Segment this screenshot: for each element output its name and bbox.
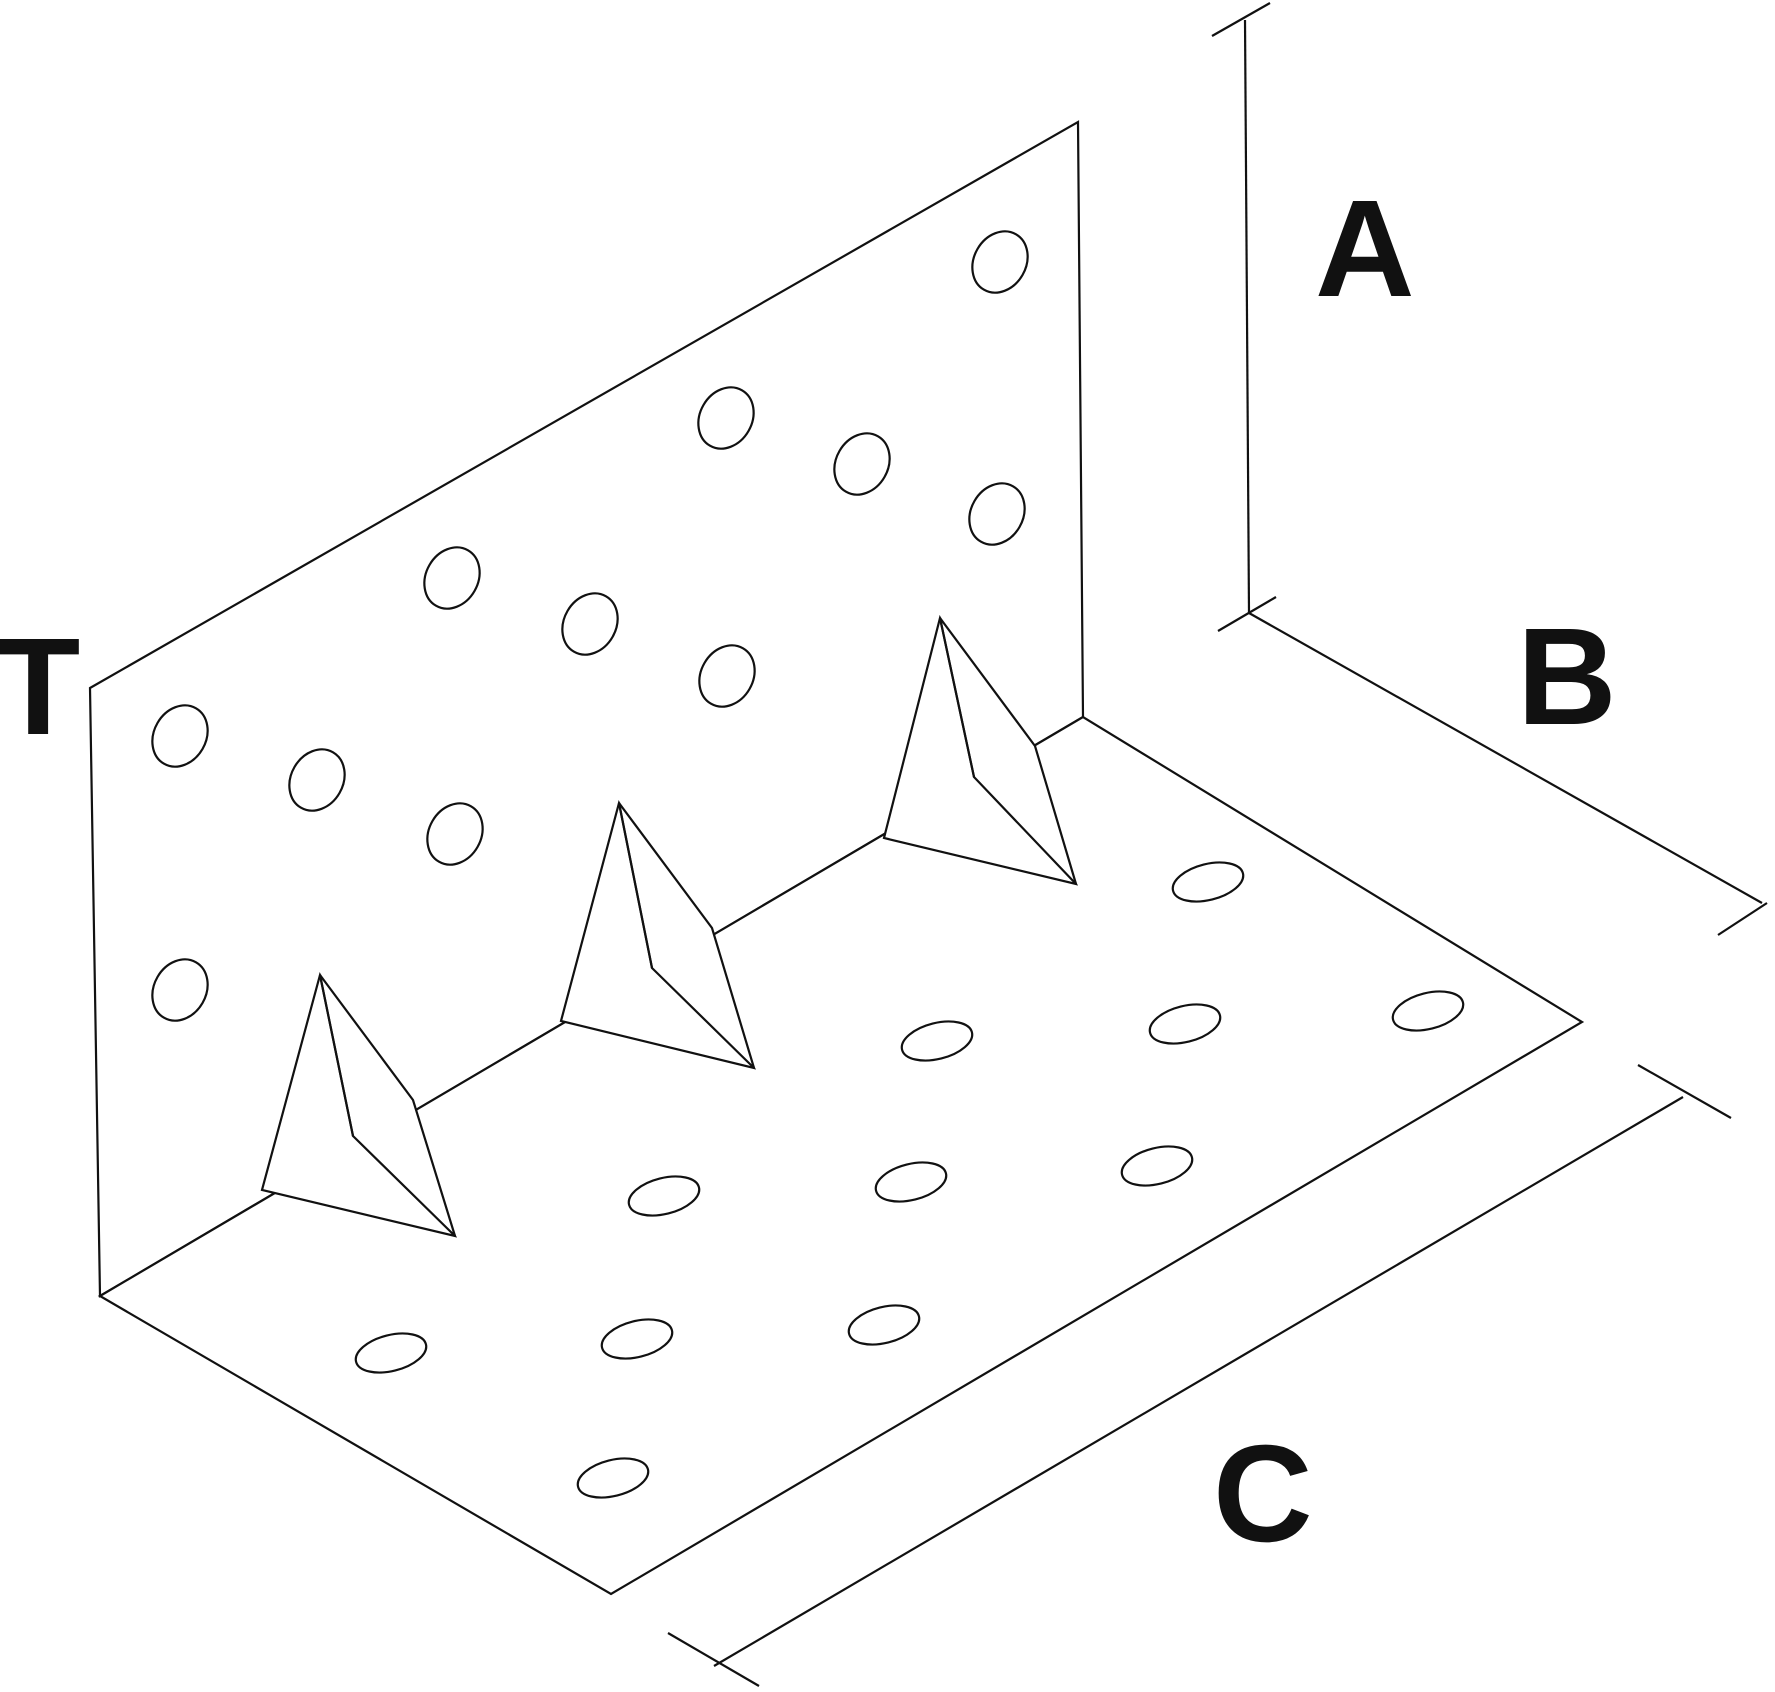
reinforcement-rib-middle [559,799,757,1070]
vertical-hole [971,230,1029,294]
reinforcement-rib-right [882,614,1079,886]
label-c: C [1213,1417,1313,1571]
vertical-hole [423,546,481,610]
horizontal-hole [1171,861,1245,903]
vertical-hole [968,482,1026,546]
vertical-hole [151,704,209,768]
vertical-hole [698,644,756,708]
horizontal-hole [354,1332,428,1374]
vertical-hole [288,748,346,812]
dimension-a [1211,2,1277,632]
vertical-hole [151,958,209,1022]
horizontal-hole [900,1020,974,1062]
label-a: A [1315,172,1415,326]
vertical-plate-holes [151,230,1029,1022]
vertical-hole [426,802,484,866]
horizontal-hole [600,1318,674,1360]
horizontal-hole [874,1161,948,1203]
vertical-hole [697,386,755,450]
vertical-hole [561,592,619,656]
horizontal-hole [1148,1003,1222,1045]
label-b: B [1517,600,1617,754]
horizontal-hole [1391,990,1465,1032]
horizontal-hole [847,1304,921,1346]
dimension-b [1248,612,1768,936]
horizontal-hole [576,1457,650,1499]
dimension-c [667,1064,1732,1687]
vertical-hole [833,432,891,496]
horizontal-hole [627,1175,701,1217]
horizontal-hole [1120,1145,1194,1187]
horizontal-plate-holes [354,861,1465,1499]
reinforcement-rib-left [260,971,458,1238]
horizontal-plate [97,715,1585,1596]
label-t: T [0,610,80,764]
